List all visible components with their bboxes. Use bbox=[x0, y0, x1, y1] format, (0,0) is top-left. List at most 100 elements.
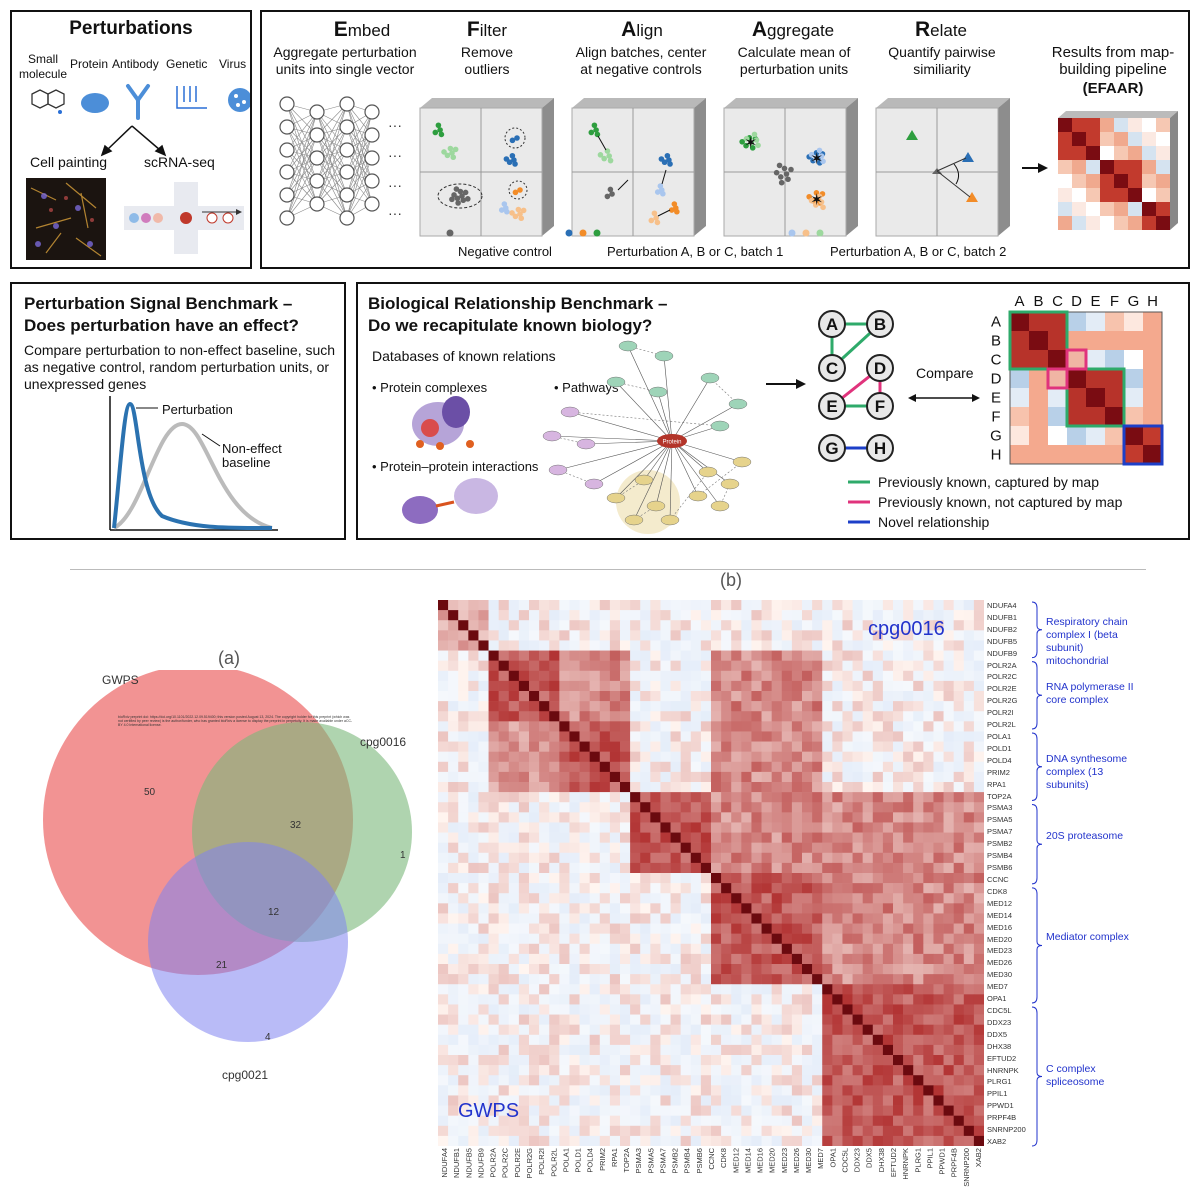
heatmap-cell bbox=[690, 923, 702, 934]
heatmap-cell bbox=[913, 913, 924, 924]
heatmap-cell bbox=[468, 964, 479, 975]
heatmap-cell bbox=[498, 751, 510, 763]
heatmap-cell bbox=[812, 883, 823, 894]
heatmap-cell bbox=[478, 1024, 489, 1036]
heatmap-cell bbox=[539, 701, 550, 712]
heatmap-cell bbox=[630, 630, 641, 641]
heatmap-cell bbox=[650, 610, 661, 621]
heatmap-cell bbox=[609, 832, 621, 843]
heatmap-cell bbox=[529, 741, 540, 752]
heatmap-cell bbox=[761, 822, 772, 833]
heatmap-cell bbox=[862, 873, 874, 884]
heatmap-cell bbox=[882, 660, 894, 672]
heatmap-cell bbox=[812, 812, 823, 823]
heatmap-cell bbox=[468, 832, 479, 843]
heatmap-cell bbox=[438, 721, 449, 732]
heatmap-row-label: PLRG1 bbox=[987, 1077, 1012, 1087]
heatmap-cell bbox=[700, 761, 712, 773]
heatmap-cell bbox=[539, 610, 550, 621]
heatmap-cell bbox=[791, 1044, 803, 1056]
heatmap-cell bbox=[620, 1085, 631, 1096]
heatmap-cell bbox=[963, 893, 975, 904]
heatmap-cell bbox=[589, 883, 601, 894]
heatmap-cell bbox=[761, 660, 772, 672]
matrix-cell bbox=[1124, 407, 1143, 426]
heatmap-row-label: DDX5 bbox=[987, 1029, 1008, 1039]
heatmap-cell bbox=[660, 1075, 671, 1086]
heatmap-cell bbox=[953, 792, 965, 803]
heatmap-cell bbox=[518, 984, 530, 995]
heatmap-cell bbox=[438, 964, 449, 975]
heatmap-cell bbox=[862, 620, 874, 631]
heatmap-cell bbox=[882, 600, 894, 611]
heatmap-cell bbox=[650, 1024, 661, 1036]
heatmap-cell bbox=[690, 1115, 702, 1127]
heatmap-cell bbox=[852, 1024, 863, 1036]
heatmap-cell bbox=[812, 741, 823, 752]
heatmap-cell bbox=[842, 1105, 853, 1116]
heatmap-cell bbox=[650, 620, 661, 631]
heatmap-cell bbox=[711, 731, 722, 742]
heatmap-cell bbox=[579, 650, 590, 661]
heatmap-cell bbox=[953, 610, 965, 621]
heatmap-cell bbox=[498, 964, 510, 975]
heatmap-cell bbox=[579, 1075, 590, 1086]
results-cell bbox=[1156, 202, 1170, 216]
heatmap-cell bbox=[438, 670, 449, 682]
pathway-node bbox=[710, 500, 730, 512]
heatmap-cell bbox=[761, 1065, 772, 1076]
heatmap-cell bbox=[963, 680, 975, 692]
heatmap-cell bbox=[458, 771, 469, 783]
heatmap-cell bbox=[498, 731, 510, 742]
heatmap-cell bbox=[549, 802, 560, 813]
heatmap-cell bbox=[923, 913, 934, 924]
heatmap-cell bbox=[933, 680, 944, 692]
heatmap-cell bbox=[478, 903, 489, 914]
heatmap-cell bbox=[620, 943, 631, 955]
heatmap-cell bbox=[660, 1024, 671, 1036]
matrix-cell bbox=[1029, 388, 1048, 407]
heatmap-cell bbox=[498, 1024, 510, 1036]
heatmap-cell bbox=[761, 741, 772, 752]
heatmap-cell bbox=[700, 1034, 712, 1046]
nn-node bbox=[364, 104, 380, 120]
heatmap-cell bbox=[882, 1065, 894, 1076]
heatmap-cell bbox=[690, 1024, 702, 1036]
matrix-row-label: D bbox=[991, 371, 1002, 388]
heatmap-cell bbox=[539, 711, 550, 722]
heatmap-cell bbox=[781, 670, 793, 682]
heatmap-cell bbox=[812, 691, 823, 702]
heatmap-cell bbox=[933, 620, 944, 631]
heatmap-cell bbox=[872, 1065, 884, 1076]
heatmap-cell bbox=[438, 923, 449, 934]
heatmap-cell bbox=[953, 1055, 965, 1066]
heatmap-cell bbox=[812, 1004, 823, 1015]
heatmap-cell bbox=[781, 873, 793, 884]
heatmap-cell bbox=[751, 943, 762, 955]
results-cell bbox=[1086, 202, 1100, 216]
heatmap-cell bbox=[872, 660, 884, 672]
heatmap-cell bbox=[893, 1004, 904, 1015]
heatmap-cell bbox=[842, 711, 853, 722]
heatmap-cell bbox=[741, 1044, 752, 1056]
heatmap-cell bbox=[670, 691, 681, 702]
heatmap-cell bbox=[539, 913, 550, 924]
matrix-row-label: G bbox=[990, 428, 1002, 445]
heatmap-cell bbox=[943, 751, 954, 763]
heatmap-cell bbox=[711, 630, 722, 641]
heatmap-cell bbox=[700, 1055, 712, 1066]
heatmap-row-label: PSMA7 bbox=[987, 827, 1013, 837]
heatmap-cell bbox=[670, 873, 681, 884]
heatmap-cell bbox=[923, 974, 934, 985]
heatmap-cell bbox=[700, 953, 712, 965]
matrix-cell bbox=[1105, 331, 1124, 350]
heatmap-cell bbox=[721, 933, 732, 945]
heatmap-cell bbox=[751, 741, 762, 752]
heatmap-cell bbox=[872, 933, 884, 945]
heatmap-cell bbox=[690, 974, 702, 985]
heatmap-cell bbox=[852, 1115, 863, 1127]
heatmap-cell bbox=[589, 1024, 601, 1036]
heatmap-cell bbox=[832, 701, 843, 712]
heatmap-cell bbox=[620, 802, 631, 813]
heatmap-cell bbox=[893, 610, 904, 621]
